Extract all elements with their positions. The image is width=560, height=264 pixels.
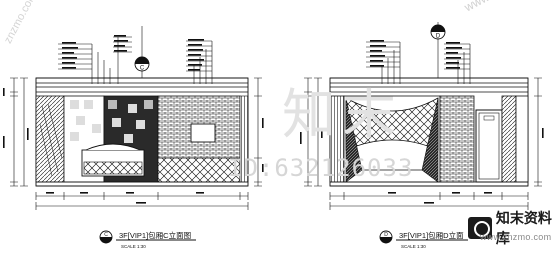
brand-badge: 知末资料库: [468, 208, 560, 248]
elevation-title-block-c: C 3F[VIP1]包厢C立面图 SCALE 1:30: [99, 230, 196, 249]
elevation-scale-c: SCALE 1:30: [121, 244, 146, 249]
marker-letter-c: C: [140, 66, 145, 72]
brand-name: 知末资料库: [495, 211, 552, 247]
elevation-title-block-d: D 3F[VIP1]包厢D立面 SCALE 1:30: [379, 230, 468, 249]
marker-letter-d: D: [436, 34, 441, 40]
elevation-title-c: 3F[VIP1]包厢C立面图: [119, 230, 191, 240]
elevation-marker-c: C: [134, 26, 150, 78]
watermark-cn: 知末: [282, 83, 402, 146]
watermark-id: ID:632126033: [228, 154, 414, 182]
brand-url: www.znzmo.com: [480, 232, 552, 242]
znzmo-logo-icon: [468, 217, 492, 239]
title-marker-letter-c: C: [104, 232, 108, 238]
door-drawing: [475, 109, 503, 183]
elevation-marker-d: D: [430, 22, 446, 78]
title-marker-letter-d: D: [384, 232, 388, 238]
elevation-title-d: 3F[VIP1]包厢D立面: [399, 230, 464, 240]
sofa-drawing: [81, 143, 145, 177]
elevation-scale-d: SCALE 1:30: [401, 244, 426, 249]
